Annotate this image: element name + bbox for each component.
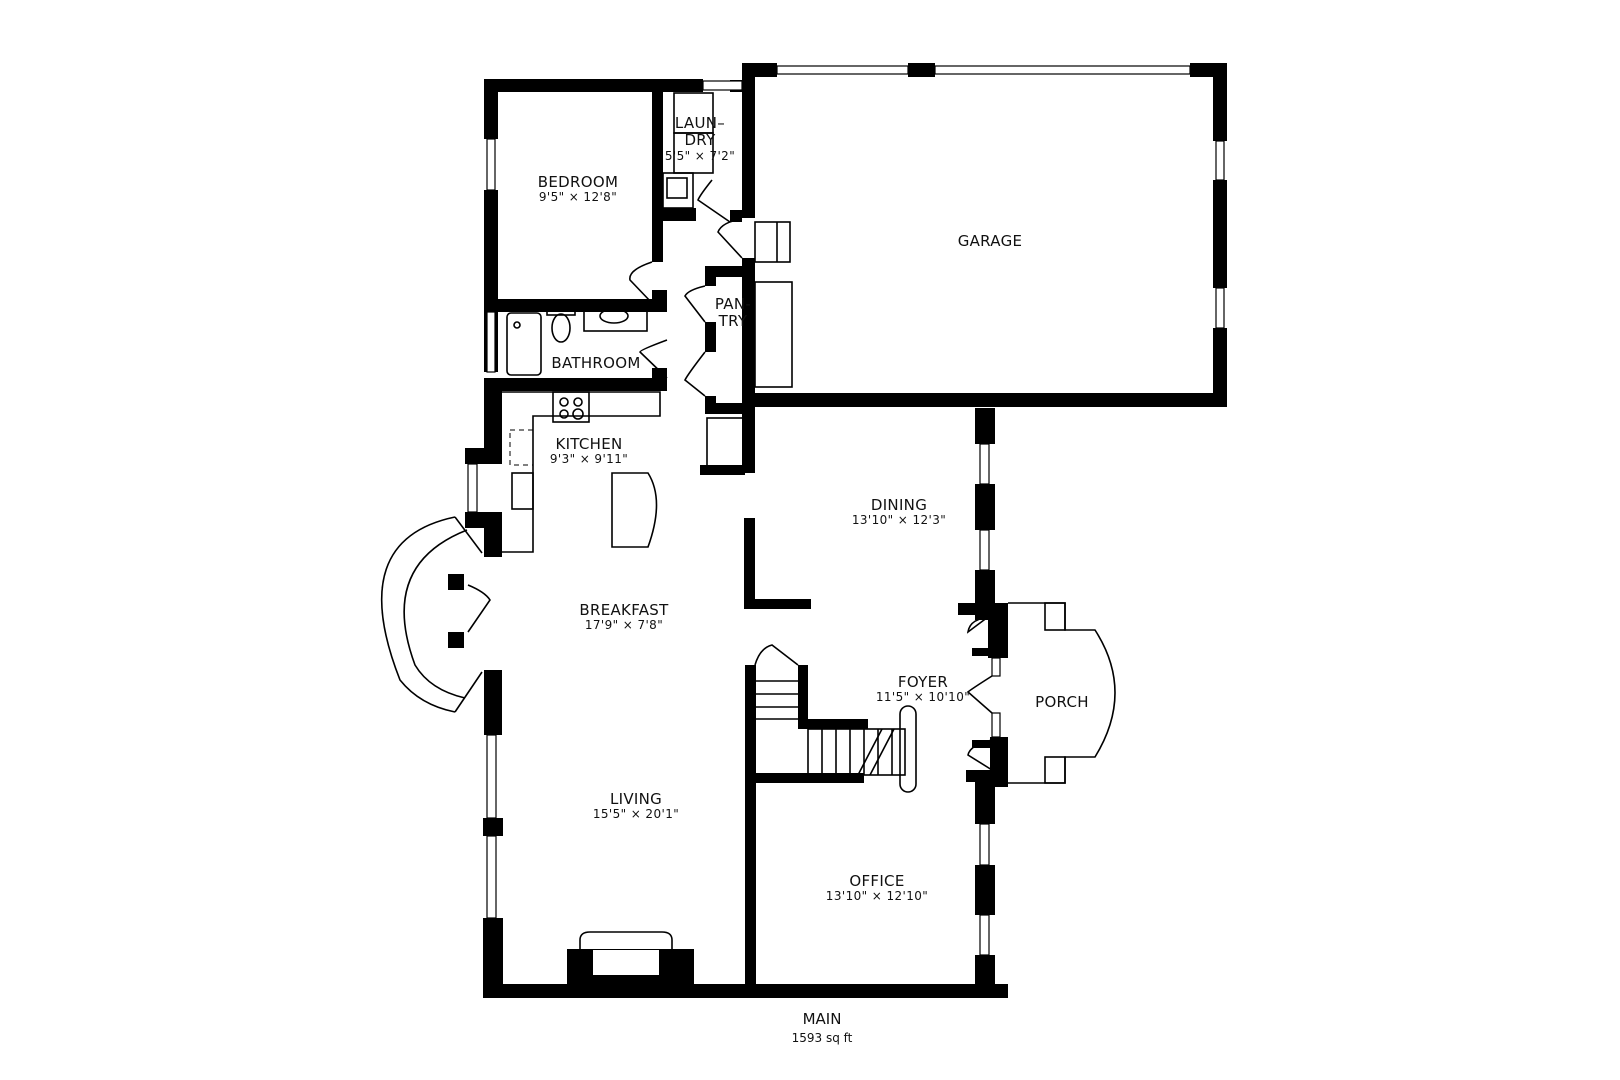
room-bedroom: BEDROOM 9'5" × 12'8" <box>537 173 619 205</box>
room-name: LIVING <box>609 790 663 808</box>
room-living: LIVING 15'5" × 20'1" <box>592 790 680 822</box>
floor-name: MAIN <box>802 1010 842 1028</box>
room-porch: PORCH <box>1035 693 1089 711</box>
porch-outline <box>1008 602 1116 784</box>
room-laundry: LAUN– DRY 5'5" × 7'2" <box>664 114 736 163</box>
floor-summary: MAIN 1593 sq ft <box>792 1010 853 1045</box>
room-kitchen: KITCHEN 9'3" × 9'11" <box>549 435 629 467</box>
windows <box>467 65 1225 956</box>
room-name: DINING <box>870 496 928 514</box>
room-office: OFFICE 13'10" × 12'10" <box>825 872 929 904</box>
room-dining: DINING 13'10" × 12'3" <box>851 496 947 528</box>
room-name-line2: TRY <box>718 312 748 331</box>
bay-window-seat <box>380 516 483 713</box>
room-pantry: PAN- TRY <box>714 295 752 331</box>
room-bathroom: BATHROOM <box>551 354 641 372</box>
walls <box>448 63 1227 998</box>
room-name-line1: LAUN– <box>674 114 726 132</box>
staircase <box>754 644 917 793</box>
floor-area: 1593 sq ft <box>791 1031 853 1045</box>
room-foyer: FOYER 11'5" × 10'10" <box>875 673 971 705</box>
room-name-line2: DRY <box>684 131 716 150</box>
door-swings <box>467 179 993 771</box>
room-name: GARAGE <box>957 232 1023 250</box>
room-garage: GARAGE <box>957 232 1023 250</box>
room-dimensions: 9'3" × 9'11" <box>549 452 629 467</box>
room-name: KITCHEN <box>555 435 623 453</box>
room-dimensions: 13'10" × 12'10" <box>825 889 929 904</box>
room-dimensions: 13'10" × 12'3" <box>851 513 947 528</box>
room-name: OFFICE <box>849 872 905 890</box>
room-name: FOYER <box>897 673 949 691</box>
room-breakfast: BREAKFAST 17'9" × 7'8" <box>579 601 669 633</box>
room-name: BATHROOM <box>551 354 641 372</box>
room-dimensions: 17'9" × 7'8" <box>584 618 664 633</box>
room-dimensions: 11'5" × 10'10" <box>875 690 971 705</box>
room-name: PORCH <box>1035 693 1089 711</box>
room-dimensions: 9'5" × 12'8" <box>538 190 618 205</box>
room-name: BREAKFAST <box>579 601 669 619</box>
room-name-line1: PAN- <box>714 295 752 313</box>
room-dimensions: 15'5" × 20'1" <box>592 807 680 822</box>
fixtures <box>380 92 1116 949</box>
room-name: BEDROOM <box>537 173 619 191</box>
room-dimensions: 5'5" × 7'2" <box>664 148 736 163</box>
